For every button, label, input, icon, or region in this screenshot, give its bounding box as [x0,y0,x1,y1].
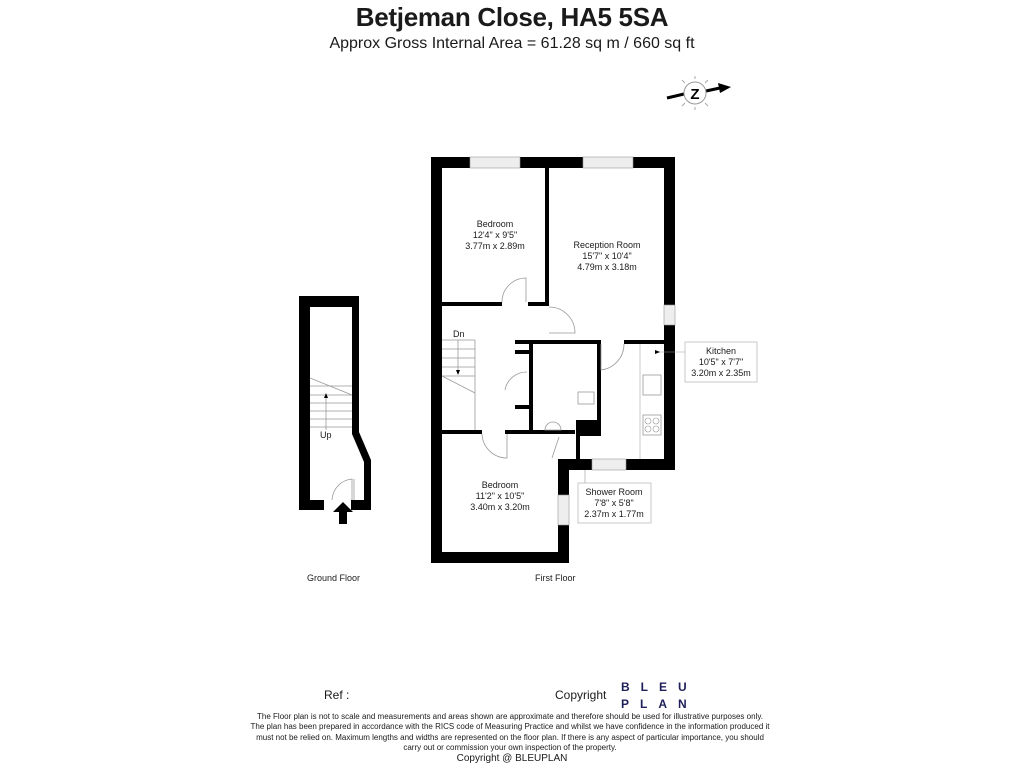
entrance-arrow-icon [333,502,353,524]
svg-text:3.40m x 3.20m: 3.40m x 3.20m [470,502,530,512]
disclaimer-text: The Floor plan is not to scale and measu… [250,712,770,752]
toilet-icon [544,421,562,431]
room-kitchen: Kitchen 10'5" x 7'7" 3.20m x 2.35m [684,341,758,383]
svg-text:Reception Room: Reception Room [573,240,640,250]
north-compass-icon: Z [666,76,731,110]
first-floor-plan: Dn Bedroom 12'4" x 9'5" 3.77m x 2.89m [431,156,758,583]
down-stairs-label: Dn [453,329,465,339]
svg-text:3.77m x 2.89m: 3.77m x 2.89m [465,241,525,251]
room-bedroom-1: Bedroom 12'4" x 9'5" 3.77m x 2.89m [465,219,525,251]
svg-text:2.37m x 1.77m: 2.37m x 1.77m [584,509,644,519]
kitchen-sink-icon [642,374,662,396]
svg-text:11'2" x 10'5": 11'2" x 10'5" [476,491,525,501]
up-stairs-label: Up [320,430,332,440]
svg-text:3.20m x 2.35m: 3.20m x 2.35m [691,368,751,378]
svg-text:Bedroom: Bedroom [477,219,514,229]
first-floor-label: First Floor [535,573,576,583]
svg-text:Z: Z [690,86,699,103]
svg-text:4.79m x 3.18m: 4.79m x 3.18m [577,262,637,272]
svg-text:15'7" x 10'4": 15'7" x 10'4" [582,251,631,261]
ground-floor-plan: Up Ground Floor [299,296,371,583]
svg-text:Bedroom: Bedroom [482,480,519,490]
svg-text:10'5" x 7'7": 10'5" x 7'7" [699,357,743,367]
room-bedroom-2: Bedroom 11'2" x 10'5" 3.40m x 3.20m [470,480,530,512]
svg-text:7'8" x 5'8": 7'8" x 5'8" [594,498,633,508]
copyright-label: Copyright [555,688,607,702]
room-reception: Reception Room 15'7" x 10'4" 4.79m x 3.1… [573,240,640,272]
reference-label: Ref : [324,688,350,702]
page-title: Betjeman Close, HA5 5SA [355,2,669,32]
logo-line-1: BLEU [621,680,698,694]
basin-icon [577,391,595,405]
svg-text:12'4" x 9'5": 12'4" x 9'5" [473,230,517,240]
svg-text:Kitchen: Kitchen [706,346,736,356]
svg-text:Shower Room: Shower Room [585,487,642,497]
logo-line-2: PLAN [621,697,698,711]
gross-area-subtitle: Approx Gross Internal Area = 61.28 sq m … [329,35,695,52]
room-shower: Shower Room 7'8" x 5'8" 2.37m x 1.77m [577,482,652,524]
footer-copyright: Copyright @ BLEUPLAN [456,753,568,764]
bleuplan-logo: BLEU PLAN [621,679,698,713]
ground-floor-label: Ground Floor [307,573,360,583]
hob-icon [642,414,662,436]
